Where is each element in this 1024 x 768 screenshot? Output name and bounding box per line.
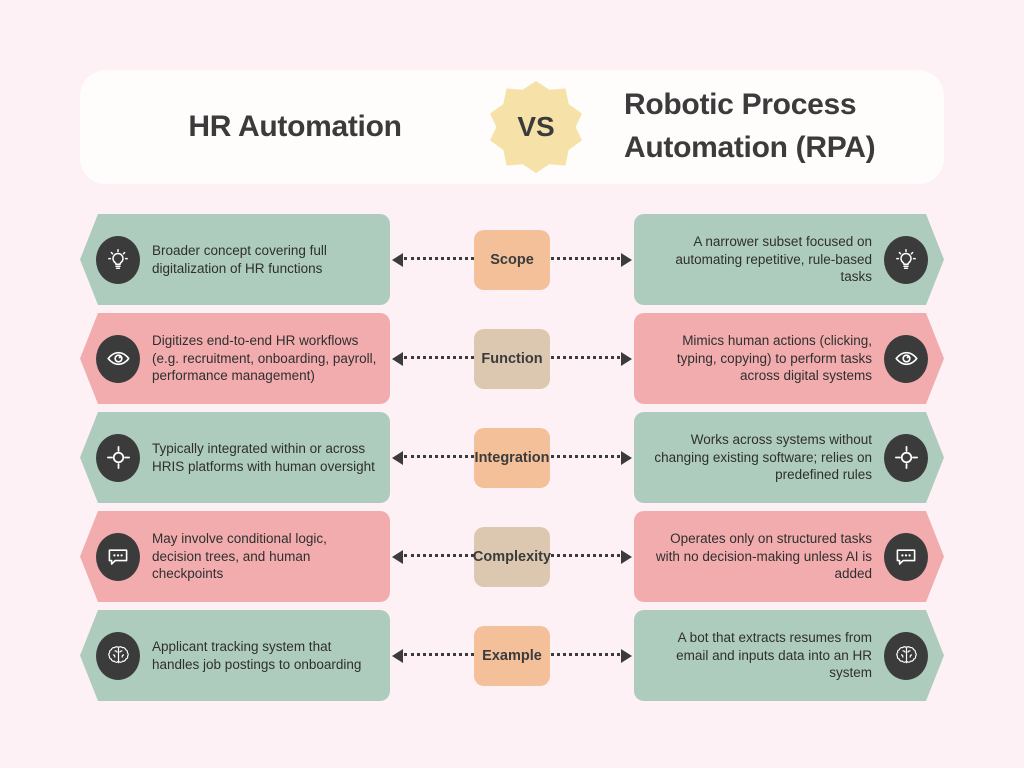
connector-line-left	[404, 355, 492, 362]
brain-icon	[96, 631, 140, 680]
row-right-text: Operates only on structured tasks with n…	[655, 530, 872, 582]
header-left-title: HR Automation	[188, 109, 402, 143]
arrow-left-icon	[392, 351, 403, 366]
row-right-panel: A narrower subset focused on automating …	[634, 214, 944, 305]
comparison-rows: Broader concept covering full digitaliza…	[0, 214, 1024, 709]
row-right-panel: Operates only on structured tasks with n…	[634, 511, 944, 602]
row-left-text: Digitizes end-to-end HR workflows (e.g. …	[152, 332, 377, 384]
comparison-row: Broader concept covering full digitaliza…	[0, 214, 1024, 305]
connector-line-left	[404, 652, 492, 659]
chat-bubble-icon	[884, 533, 928, 581]
row-right-panel: Mimics human actions (clicking, typing, …	[634, 313, 944, 404]
row-connector: Complexity	[390, 511, 634, 602]
row-category-label: Integration	[474, 449, 550, 466]
row-connector: Example	[390, 610, 634, 701]
row-right-panel: A bot that extracts resumes from email a…	[634, 610, 944, 701]
row-right-text: Mimics human actions (clicking, typing, …	[676, 332, 872, 384]
vs-badge: VS	[490, 81, 582, 173]
row-connector: Integration	[390, 412, 634, 503]
row-category-chip[interactable]: Scope	[474, 229, 550, 290]
row-connector: Function	[390, 313, 634, 404]
connector-line-right	[532, 553, 620, 560]
connector-line-left	[404, 454, 492, 461]
connector-line-right	[532, 652, 620, 659]
connector-line-right	[532, 355, 620, 362]
row-left-text: Typically integrated within or across HR…	[152, 440, 375, 474]
arrow-right-icon	[621, 648, 632, 663]
brain-icon	[884, 632, 928, 680]
arrow-left-icon	[392, 648, 403, 663]
row-left-text: Broader concept covering full digitaliza…	[152, 242, 327, 276]
row-left-panel: Broader concept covering full digitaliza…	[80, 214, 390, 305]
header-inner: HR Automation VS Robotic Process Automat…	[80, 70, 944, 184]
comparison-row: Applicant tracking system that handles j…	[0, 610, 1024, 701]
row-left-panel: Applicant tracking system that handles j…	[80, 610, 390, 701]
target-icon	[96, 433, 140, 482]
row-right-text: A narrower subset focused on automating …	[675, 233, 872, 285]
row-left-panel: May involve conditional logic, decision …	[80, 511, 390, 602]
row-category-label: Example	[482, 647, 542, 664]
lightbulb-icon	[884, 236, 928, 284]
target-icon	[884, 434, 928, 482]
connector-line-right	[532, 256, 620, 263]
row-left-text: Applicant tracking system that handles j…	[152, 638, 362, 672]
arrow-left-icon	[392, 450, 403, 465]
row-category-label: Complexity	[472, 548, 552, 565]
eye-icon	[884, 335, 928, 383]
chat-bubble-icon	[96, 532, 140, 581]
row-left-panel: Typically integrated within or across HR…	[80, 412, 390, 503]
connector-line-left	[404, 553, 492, 560]
row-left-text: May involve conditional logic, decision …	[152, 530, 327, 582]
row-connector: Scope	[390, 214, 634, 305]
connector-line-right	[532, 454, 620, 461]
arrow-left-icon	[392, 549, 403, 564]
row-category-chip[interactable]: Example	[474, 625, 550, 686]
arrow-right-icon	[621, 549, 632, 564]
row-category-label: Function	[481, 350, 543, 367]
row-left-panel: Digitizes end-to-end HR workflows (e.g. …	[80, 313, 390, 404]
header-card: HR Automation VS Robotic Process Automat…	[80, 70, 944, 184]
row-right-panel: Works across systems without changing ex…	[634, 412, 944, 503]
row-right-text: Works across systems without changing ex…	[654, 431, 872, 483]
arrow-left-icon	[392, 252, 403, 267]
row-category-chip[interactable]: Integration	[474, 427, 550, 488]
arrow-right-icon	[621, 252, 632, 267]
vs-badge-wrapper: VS	[486, 81, 586, 173]
row-category-chip[interactable]: Complexity	[472, 526, 552, 587]
row-category-label: Scope	[490, 251, 534, 268]
row-category-chip[interactable]: Function	[474, 328, 550, 389]
row-right-text: A bot that extracts resumes from email a…	[676, 629, 872, 681]
lightbulb-icon	[96, 235, 140, 284]
comparison-row: May involve conditional logic, decision …	[0, 511, 1024, 602]
comparison-row: Digitizes end-to-end HR workflows (e.g. …	[0, 313, 1024, 404]
arrow-right-icon	[621, 351, 632, 366]
eye-icon	[96, 334, 140, 383]
connector-line-left	[404, 256, 492, 263]
comparison-row: Typically integrated within or across HR…	[0, 412, 1024, 503]
arrow-right-icon	[621, 450, 632, 465]
header-right-title: Robotic Process Automation (RPA)	[624, 88, 876, 164]
